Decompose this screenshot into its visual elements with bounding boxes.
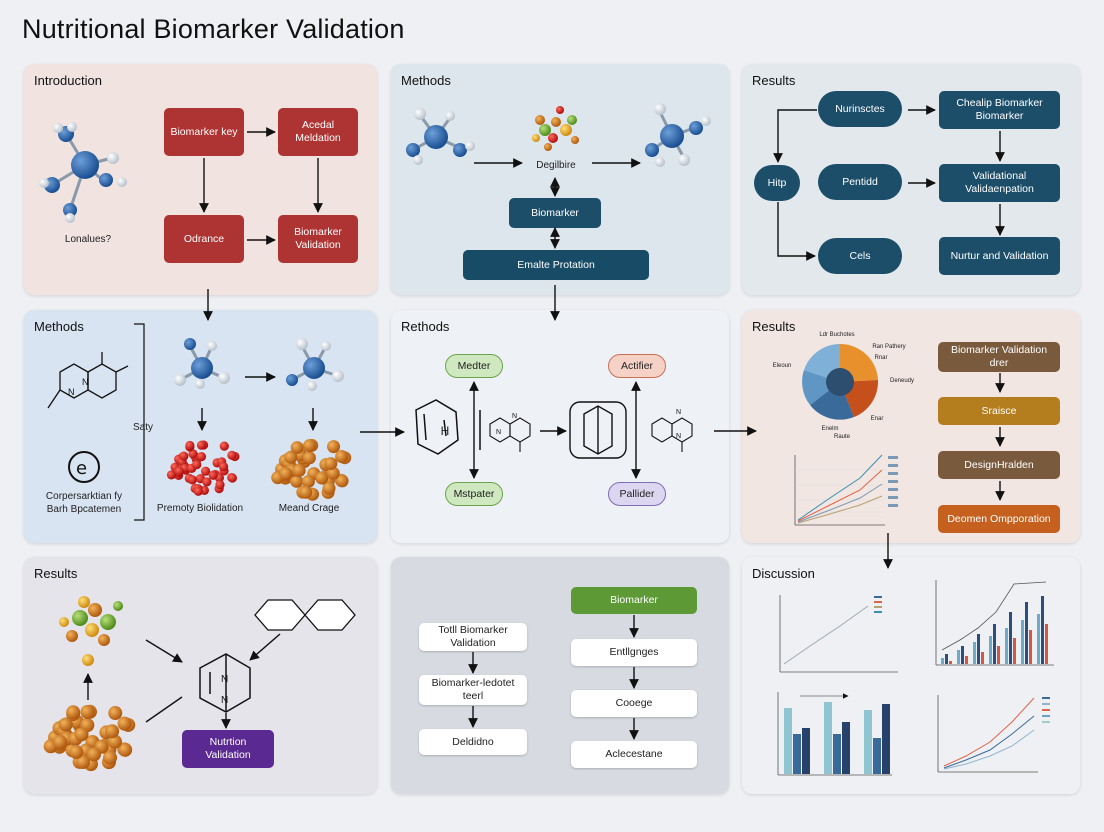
- node-nurinsctes: Nurinsctes: [818, 91, 902, 127]
- box-validational: Validational Validaenpation: [939, 164, 1060, 202]
- box-odrance: Odrance: [164, 215, 244, 263]
- panel-title: Introduction: [34, 73, 102, 88]
- pie-label: Ran Pathery: [872, 344, 906, 350]
- panel-rethods: Rethods Medter Actifier Mstpater Pallide…: [391, 310, 729, 543]
- box-biomarker-validation: Biomarker Validation: [278, 215, 358, 263]
- box-validation-drer: Biomarker Validation drer: [938, 342, 1060, 372]
- box-entllgnges: Entllgnges: [571, 639, 697, 666]
- particle-label-orange: Meand Crage: [278, 503, 340, 514]
- pie-label: Ldr Buchotes: [819, 332, 855, 338]
- box-designhralden: DesignHralden: [938, 451, 1060, 479]
- node-cels: Cels: [818, 238, 902, 274]
- box-biomarker-ledotet: Biomarker-ledotet teerl: [419, 675, 527, 705]
- panel-introduction: Introduction Biomarker key Acedal Meldat…: [24, 64, 377, 295]
- molecule-label: Degilbire: [536, 160, 576, 171]
- box-nutrition-validation: Nutrtion Validation: [182, 730, 274, 768]
- pie-label: Enelm: [821, 426, 839, 432]
- box-biomarker-green: Biomarker: [571, 587, 697, 614]
- panel-title: Methods: [401, 73, 451, 88]
- panel-methods-mid: Methods Saty Corpersarktian fy Barh Bpca…: [24, 310, 377, 543]
- pill-actifier: Actifier: [608, 354, 666, 378]
- panel-title: Results: [34, 566, 78, 581]
- hex-label: IH: [287, 608, 301, 623]
- pie-label: Rnar: [874, 355, 888, 361]
- pie-label: Enar: [870, 416, 884, 422]
- node-pentidd: Pentidd: [818, 164, 902, 200]
- panel-title: Discussion: [752, 566, 815, 581]
- bracket-label: Saty: [132, 422, 153, 433]
- pill-mstpater: Mstpater: [445, 482, 503, 506]
- particle-label-red: Premoty Biolidation: [156, 503, 244, 514]
- box-emalte-protation: Emalte Protation: [463, 250, 649, 280]
- panel-results-bottom: Results IH B Nutrtion Validation: [24, 557, 377, 794]
- panel-title: Results: [752, 319, 796, 334]
- pie-label: Raute: [833, 434, 850, 440]
- box-deomen-ompporation: Deomen Ompporation: [938, 505, 1060, 533]
- box-totll-biomarker: Totll Biomarker Validation: [419, 623, 527, 651]
- panel-title: Methods: [34, 319, 84, 334]
- box-sraisce: Sraisce: [938, 397, 1060, 425]
- pie-label: Deneudy: [889, 378, 915, 384]
- pill-medter: Medter: [445, 354, 503, 378]
- panel-results-top: Results Nurinsctes Pentidd Cels Hitp Che…: [742, 64, 1080, 295]
- box-cooege: Cooege: [571, 690, 697, 717]
- panel-discussion: Discussion: [742, 557, 1080, 794]
- panel-results-mid: Results Biomarker Validation drer Sraisc…: [742, 310, 1080, 543]
- box-deldidno: Deldidno: [419, 729, 527, 755]
- pill-pallider: Pallider: [608, 482, 666, 506]
- panel-title: Results: [752, 73, 796, 88]
- page-title: Nutritional Biomarker Validation: [22, 14, 405, 44]
- box-acedal-meldation: Acedal Meldation: [278, 108, 358, 156]
- box-nurtur-validation: Nurtur and Validation: [939, 237, 1060, 275]
- ring-label: H: [440, 424, 450, 438]
- panel-flow-bottom: Totll Biomarker Validation Biomarker-led…: [391, 557, 729, 794]
- box-biomarker: Biomarker: [509, 198, 601, 228]
- hex-label: B: [323, 608, 333, 623]
- box-biomarker-key: Biomarker key: [164, 108, 244, 156]
- box-aclecestane: Aclecestane: [571, 741, 697, 768]
- box-chealip-biomarker: Chealip Biomarker Biomarker: [939, 91, 1060, 129]
- node-hitp: Hitp: [754, 165, 800, 201]
- molecule-label: Lonalues?: [64, 234, 112, 245]
- panel-methods-top: Methods Degilbire Biomarker Emalte Prota…: [391, 64, 729, 295]
- pie-label: Eleoun: [772, 363, 792, 369]
- compound-label: Corpersarktian fy Barh Bpcatemen: [45, 491, 123, 515]
- panel-title: Rethods: [401, 319, 450, 334]
